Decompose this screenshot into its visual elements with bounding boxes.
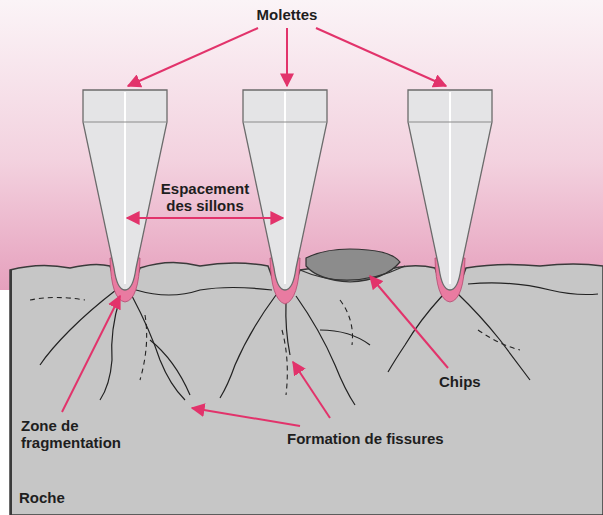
chip-crack bbox=[300, 266, 405, 280]
leader-lines bbox=[62, 28, 448, 426]
dashed-cracks bbox=[30, 298, 520, 396]
dimension-label: Espacement des sillons bbox=[153, 180, 257, 214]
rock-edge bbox=[10, 270, 12, 515]
part-label: Formation de fissures bbox=[284, 429, 480, 448]
cutter-edge bbox=[243, 122, 327, 123]
rock-mass bbox=[10, 262, 603, 515]
part-label: Molettes bbox=[227, 6, 347, 23]
cutter-edge bbox=[408, 122, 492, 123]
disc-cutter bbox=[83, 90, 492, 290]
part-label: Roche bbox=[16, 488, 102, 507]
cutter-edge bbox=[83, 122, 167, 123]
cutter-centerline bbox=[125, 92, 450, 284]
part-label: Zone de fragmentation bbox=[18, 416, 142, 452]
background bbox=[0, 0, 603, 290]
part-label: Chips bbox=[436, 372, 502, 391]
